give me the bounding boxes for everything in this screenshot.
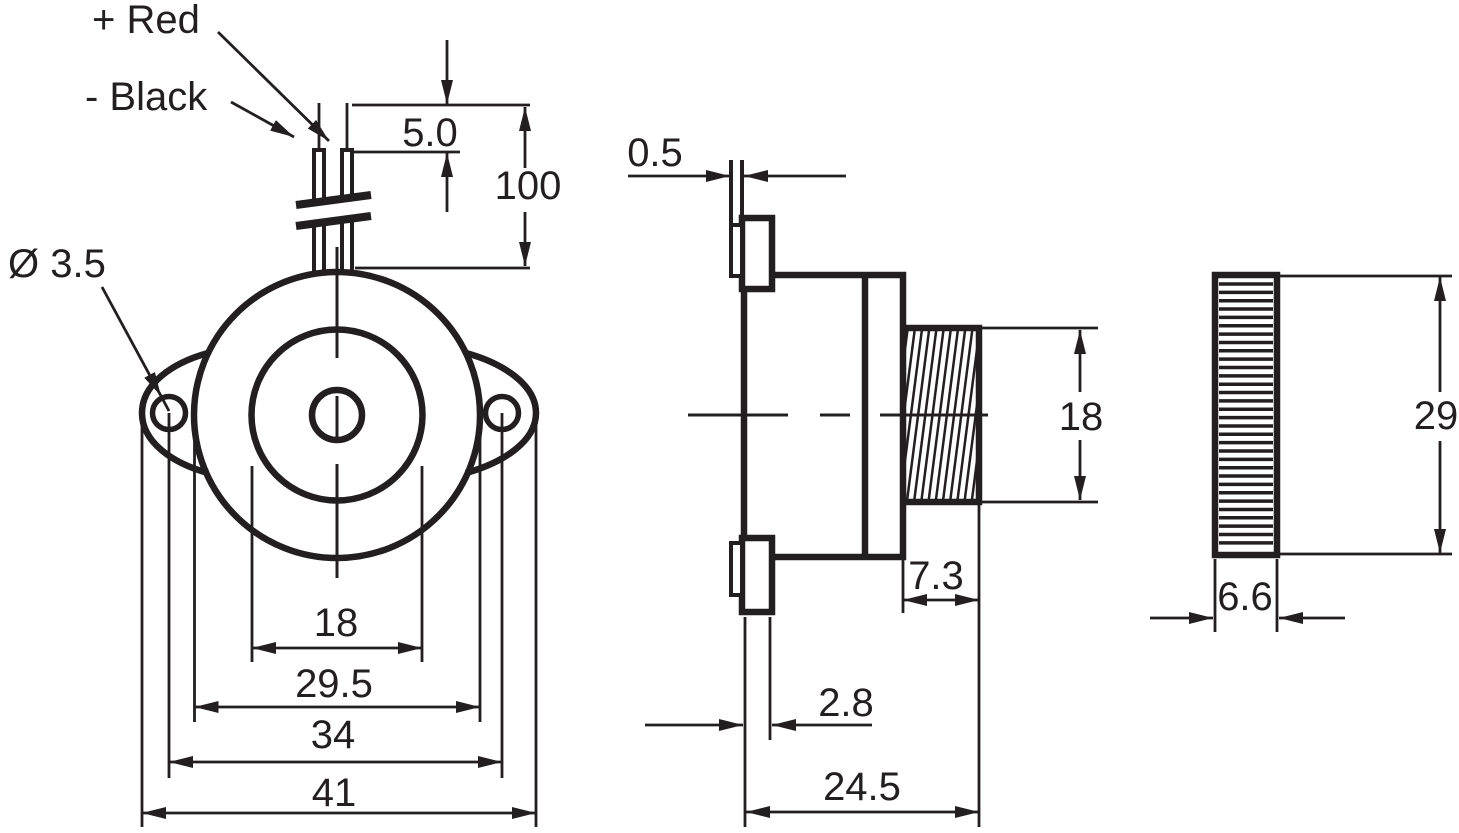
label-positive-lead: + Red (92, 0, 200, 42)
label-negative-lead: - Black (85, 75, 208, 119)
label-mounting-hole-spacing: 34 (311, 713, 356, 757)
label-thread-diameter: 18 (1059, 395, 1104, 439)
left-mounting-ear (138, 349, 209, 477)
label-lead-tip-length: 5.0 (402, 111, 458, 155)
back-view: 29 6.6 (1150, 271, 1459, 632)
depth-dim-extension-lines (743, 505, 981, 827)
lead-dim-extension-lines (352, 103, 530, 270)
front-view (138, 103, 540, 578)
nut-dim-extension-lines (1213, 274, 1452, 632)
leader-hole-diameter (100, 286, 163, 397)
width-dim-extension-lines (140, 413, 538, 827)
side-view (688, 160, 988, 616)
label-inner-diameter: 18 (314, 601, 359, 645)
label-nut-diameter: 29 (1414, 394, 1459, 438)
label-overall-width: 41 (312, 771, 357, 815)
side-view-dimensions: 0.5 18 7.3 2.8 24.5 (627, 131, 1103, 827)
thread-dim-extension-lines (981, 326, 1098, 504)
wire-tip-conductors (317, 103, 349, 150)
wire-positive (340, 148, 354, 272)
label-body-diameter: 29.5 (295, 662, 373, 706)
sound-hole (308, 386, 366, 444)
flange-edge-lines (729, 160, 744, 225)
front-view-dimensions: + Red - Black Ø 3.5 5.0 100 18 29.5 34 4… (8, 0, 561, 827)
leader-positive-lead (217, 31, 330, 142)
top-ear-notch (729, 223, 744, 278)
label-mounting-hole-diameter: Ø 3.5 (8, 242, 106, 286)
label-lead-length: 100 (495, 164, 562, 208)
top-ear-side (738, 214, 776, 293)
label-thread-length: 7.3 (908, 554, 964, 598)
label-overall-depth: 24.5 (823, 765, 901, 809)
label-flange-offset: 2.8 (818, 681, 874, 725)
label-flange-thickness: 0.5 (627, 131, 683, 175)
bottom-ear-notch (729, 541, 744, 597)
wire-negative (312, 148, 326, 272)
leader-negative-lead (230, 100, 295, 139)
knurl-lines (1219, 282, 1273, 545)
label-nut-thickness: 6.6 (1217, 575, 1273, 619)
wire-break-marks (295, 191, 372, 230)
right-mounting-ear (465, 349, 540, 477)
bottom-ear-side (738, 534, 776, 616)
